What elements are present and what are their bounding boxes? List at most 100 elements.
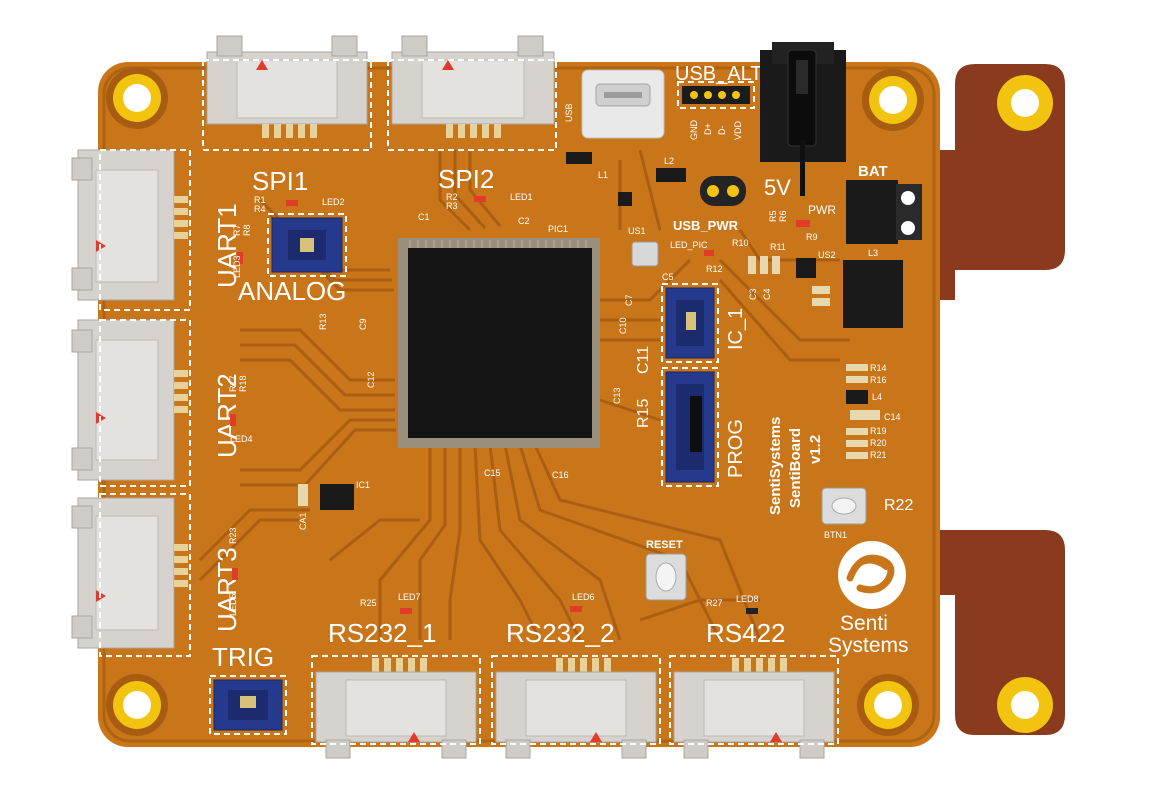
analog-label: ANALOG: [238, 276, 346, 306]
ic1-chip: [320, 484, 354, 510]
spi2-connector: [391, 35, 555, 138]
r3-label: R3: [446, 201, 458, 211]
small-ic-near-usb: [618, 192, 632, 206]
r12-label: R12: [706, 264, 723, 274]
us1-label: US1: [628, 226, 646, 236]
usb-alt-dminus: D-: [717, 126, 727, 136]
led2: [286, 200, 298, 206]
usb-alt-label: USB_ALT: [675, 63, 762, 85]
ic1-header: [665, 287, 715, 359]
usb-pwr-label: USB_PWR: [673, 218, 739, 233]
led1: [474, 196, 486, 202]
trig-outline: [209, 675, 287, 735]
r5-label: R5: [768, 210, 778, 222]
led5: [232, 568, 238, 580]
c14-label: C14: [884, 412, 901, 422]
led-pic: [704, 250, 714, 256]
c16-label: C16: [552, 470, 569, 480]
c15-label: C15: [484, 468, 501, 478]
prog-outline: [661, 367, 719, 487]
bat-label: BAT: [858, 163, 888, 180]
r27-label: R27: [706, 598, 723, 608]
mounting-holes: [106, 67, 1053, 736]
brand-line-2: Systems: [828, 634, 909, 657]
spi2-outline: [387, 59, 557, 151]
spi1-label: SPI1: [252, 166, 308, 196]
rs232-2-label: RS232_2: [506, 618, 614, 648]
btn1-button: [821, 487, 867, 525]
r7-label: R7: [232, 224, 242, 236]
rs232-1-connector: [315, 658, 477, 759]
r8-label: R8: [242, 224, 252, 236]
r16-label: R16: [870, 375, 887, 385]
r4-label: R4: [254, 204, 266, 214]
ic1-outline: [661, 283, 719, 363]
l4-label: L4: [872, 392, 882, 402]
prog-label: PROG: [725, 419, 747, 478]
r19-label: R19: [870, 426, 887, 436]
r23-label: R23: [228, 527, 238, 544]
rs422-connector: [673, 658, 835, 759]
dc-jack: [760, 42, 846, 196]
r9-label: R9: [806, 232, 818, 242]
r2-label: R2: [446, 192, 458, 202]
bat-connector: [846, 180, 922, 244]
spi1-outline: [202, 59, 372, 151]
r18-label: R18: [238, 375, 248, 392]
l1-inductor: [566, 152, 592, 164]
led3-label: LED3: [232, 255, 242, 278]
pic1-label: PIC1: [548, 224, 568, 234]
uart3-outline: [99, 493, 191, 657]
r22-label: R22: [884, 497, 913, 514]
brand-line-1: Senti: [840, 612, 888, 635]
ic1-chip-label: IC1: [356, 480, 370, 490]
rs422-outline: [669, 655, 839, 745]
c2-label: C2: [518, 216, 530, 226]
uart1-connector: [71, 149, 188, 301]
board-title-1: SentiSystems: [767, 417, 784, 515]
c7-label: C7: [624, 294, 634, 306]
reset-label: RESET: [646, 539, 683, 551]
uart2-outline: [99, 319, 191, 487]
us2-chip: [796, 258, 816, 278]
pwr-label: PWR: [808, 203, 836, 217]
l2-label: L2: [664, 156, 674, 166]
btn1-label: BTN1: [824, 530, 847, 540]
c11-label: C11: [635, 346, 652, 374]
rs232-1-outline: [311, 655, 481, 745]
r14-label: R14: [870, 363, 887, 373]
uart1-label: UART1: [212, 203, 242, 288]
power-caps: [748, 256, 830, 306]
board-title-3: v1.2: [807, 435, 824, 464]
c10-label: C10: [618, 317, 628, 334]
led4-label: LED4: [230, 434, 253, 444]
usb-alt-dplus: D+: [703, 123, 713, 135]
rs232-2-outline: [491, 655, 661, 745]
5v-label: 5V: [764, 175, 791, 200]
led7: [400, 608, 412, 614]
right-resistors: [846, 364, 880, 459]
usb-pwr-jumper: [700, 176, 746, 206]
r6-label: R6: [778, 210, 788, 222]
rs232-2-connector: [495, 658, 657, 759]
c13-label: C13: [612, 387, 622, 404]
us2-label: US2: [818, 250, 836, 260]
c5-label: C5: [662, 272, 674, 282]
led3: [237, 252, 243, 264]
l3-inductor: [843, 260, 903, 328]
l2-inductor: [656, 168, 686, 182]
uart1-outline: [99, 149, 191, 311]
r17-label: R17: [228, 375, 238, 392]
r11-label: R11: [770, 242, 786, 252]
c3-label: C3: [748, 288, 758, 300]
r10-label: R10: [732, 238, 749, 248]
ca1-label: CA1: [298, 512, 308, 530]
led4: [230, 414, 236, 426]
uart2-label: UART2: [212, 373, 242, 458]
rs232-1-label: RS232_1: [328, 618, 436, 648]
usb-connector: [581, 69, 665, 139]
r21-label: R21: [870, 450, 887, 460]
pcb-traces: [198, 149, 850, 641]
usb-label: USB: [564, 103, 574, 122]
